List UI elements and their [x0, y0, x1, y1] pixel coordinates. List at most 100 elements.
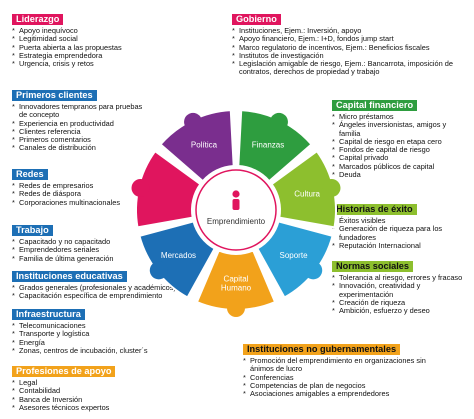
list-item: Capacitación específica de emprendimient…	[12, 291, 190, 300]
list-item: Innovadores tempranos para pruebas de co…	[12, 102, 144, 120]
wheel-segment	[195, 249, 277, 311]
panel-title: Historias de éxito	[332, 204, 417, 215]
panel-title: Redes	[12, 169, 48, 180]
panel-list: Tolerancia al riesgo, errores y fracasoI…	[332, 273, 464, 316]
wheel-segment	[135, 149, 202, 229]
panel-title: Instituciones educativas	[12, 271, 127, 282]
list-item: Deuda	[332, 170, 462, 179]
panel-list: Instituciones, Ejem.: Inversión, apoyoAp…	[232, 26, 464, 77]
list-item: Zonas, centros de incubación, cluster´s	[12, 346, 172, 355]
segment-label: Mercados	[161, 251, 196, 260]
panel-list: Promoción del emprendimiento en organiza…	[243, 356, 443, 398]
list-item: Apoyo inequívoco	[12, 26, 172, 35]
panel-title: Trabajo	[12, 225, 53, 236]
segment-label: Finanzas	[252, 140, 284, 149]
panel-gobierno: Gobierno Instituciones, Ejem.: Inversión…	[232, 9, 464, 77]
segment-label: Cultura	[294, 190, 320, 199]
list-item: Creación de riqueza	[332, 298, 464, 307]
list-item: Canales de distribución	[12, 144, 144, 153]
puzzle-knob	[322, 178, 341, 197]
list-item: Ángeles inversionistas, amigos y familia	[332, 121, 462, 138]
panel-title: Profesiones de apoyo	[12, 366, 116, 377]
list-item: Familia de última generación	[12, 254, 152, 263]
list-item: Grados generales (profesionales y académ…	[12, 283, 190, 292]
segment-label: Política	[191, 140, 218, 149]
panel-title: Gobierno	[232, 14, 281, 25]
panel-ong: Instituciones no gubernamentales Promoci…	[243, 339, 443, 399]
list-item: Emprendedores seriales	[12, 245, 152, 254]
list-item: Capital privado	[332, 154, 462, 163]
list-item: Competencias de plan de negocios	[243, 381, 443, 390]
list-item: Asesores técnicos expertos	[12, 403, 172, 412]
panel-title: Capital financiero	[332, 100, 418, 111]
list-item: Ambición, esfuerzo y deseo	[332, 306, 464, 315]
panel-list: Grados generales (profesionales y académ…	[12, 283, 190, 301]
list-item: Marcados públicos de capital	[332, 162, 462, 171]
puzzle-knob	[184, 112, 203, 131]
list-item: Urgencia, crisis y retos	[12, 59, 172, 68]
panel-primeros-clientes: Primeros clientes Innovadores tempranos …	[12, 85, 144, 153]
list-item: Promoción del emprendimiento en organiza…	[243, 356, 443, 374]
list-item: Capacitado y no capacitado	[12, 237, 152, 246]
center-label: Emprendimiento	[207, 217, 266, 226]
person-icon	[232, 190, 240, 210]
panel-infraestructura: Infraestructura TelecomunicacionesTransp…	[12, 304, 172, 355]
panel-title: Instituciones no gubernamentales	[243, 344, 401, 355]
panel-list: TelecomunicacionesTransporte y logística…	[12, 321, 172, 355]
panel-redes: Redes Redes de empresariosRedes de diásp…	[12, 164, 122, 207]
list-item: Puerta abierta a las propuestas	[12, 43, 172, 52]
panel-title: Liderazgo	[12, 14, 64, 25]
list-item: Banca de Inversión	[12, 395, 172, 404]
panel-trabajo: Trabajo Capacitado y no capacitadoEmpren…	[12, 220, 152, 263]
wheel-segment	[138, 220, 217, 299]
list-item: Contabilidad	[12, 386, 172, 395]
panel-list: Redes de empresariosRedes de diásporaCor…	[12, 181, 122, 207]
list-item: Estrategia emprendedora	[12, 51, 172, 60]
panel-list: Apoyo inequívocoLegitimidad socialPuerta…	[12, 26, 172, 69]
panel-list: Innovadores tempranos para pruebas de co…	[12, 102, 144, 153]
panel-list: Capacitado y no capacitadoEmprendedores …	[12, 237, 152, 263]
puzzle-knob	[269, 112, 288, 131]
list-item: Redes de empresarios	[12, 181, 122, 190]
panel-profesiones: Profesiones de apoyo LegalContabilidadBa…	[12, 361, 172, 412]
puzzle-knob	[131, 178, 150, 197]
panel-liderazgo: Liderazgo Apoyo inequívocoLegitimidad so…	[12, 9, 172, 69]
segment-label: Capital	[224, 275, 249, 284]
list-item: Primeros comentarios	[12, 135, 144, 144]
panel-historias: Historias de éxito Éxitos visiblesGenera…	[332, 199, 462, 250]
list-item: Innovación, creatividad y experimentació…	[332, 282, 464, 299]
panel-list: Éxitos visiblesGeneración de riqueza par…	[332, 216, 462, 250]
segment-label: Humano	[221, 284, 252, 293]
list-item: Clientes referencia	[12, 127, 144, 136]
panel-list: LegalContabilidadBanca de InversiónAseso…	[12, 378, 172, 412]
list-item: Corporaciones multinacionales	[12, 198, 122, 207]
panel-title: Primeros clientes	[12, 90, 97, 101]
list-item: Redes de diáspora	[12, 189, 122, 198]
list-item: Reputación Internacional	[332, 241, 462, 250]
wheel-segment	[237, 109, 313, 183]
list-item: Capital de riesgo en etapa cero	[332, 137, 462, 146]
wheel-segment	[159, 109, 235, 183]
puzzle-knob	[304, 261, 323, 280]
list-item: Tolerancia al riesgo, errores y fracaso	[332, 273, 464, 282]
list-item: Legal	[12, 378, 172, 387]
segment-label: Soporte	[280, 251, 309, 260]
list-item: Micro préstamos	[332, 112, 462, 121]
list-item: Asociaciones amigables a emprendedores	[243, 389, 443, 398]
list-item: Marco regulatorio de incentivos, Ejem.: …	[232, 43, 464, 52]
list-item: Energía	[12, 338, 172, 347]
panel-capital-financiero: Capital financiero Micro préstamosÁngele…	[332, 95, 462, 180]
list-item: Conferencias	[243, 373, 443, 382]
list-item: Apoyo financiero, Ejem.: I+D, fondos jum…	[232, 34, 464, 43]
panel-normas: Normas sociales Tolerancia al riesgo, er…	[332, 256, 464, 316]
puzzle-knob	[149, 261, 168, 280]
list-item: Experiencia en productividad	[12, 119, 144, 128]
puzzle-knob	[227, 299, 245, 317]
wheel-segment	[255, 220, 334, 299]
wheel-segment	[270, 149, 337, 229]
list-item: Transporte y logística	[12, 329, 172, 338]
list-item: Generación de riqueza para los fundadore…	[332, 225, 462, 242]
list-item: Legitimidad social	[12, 34, 172, 43]
panel-title: Infraestructura	[12, 309, 85, 320]
